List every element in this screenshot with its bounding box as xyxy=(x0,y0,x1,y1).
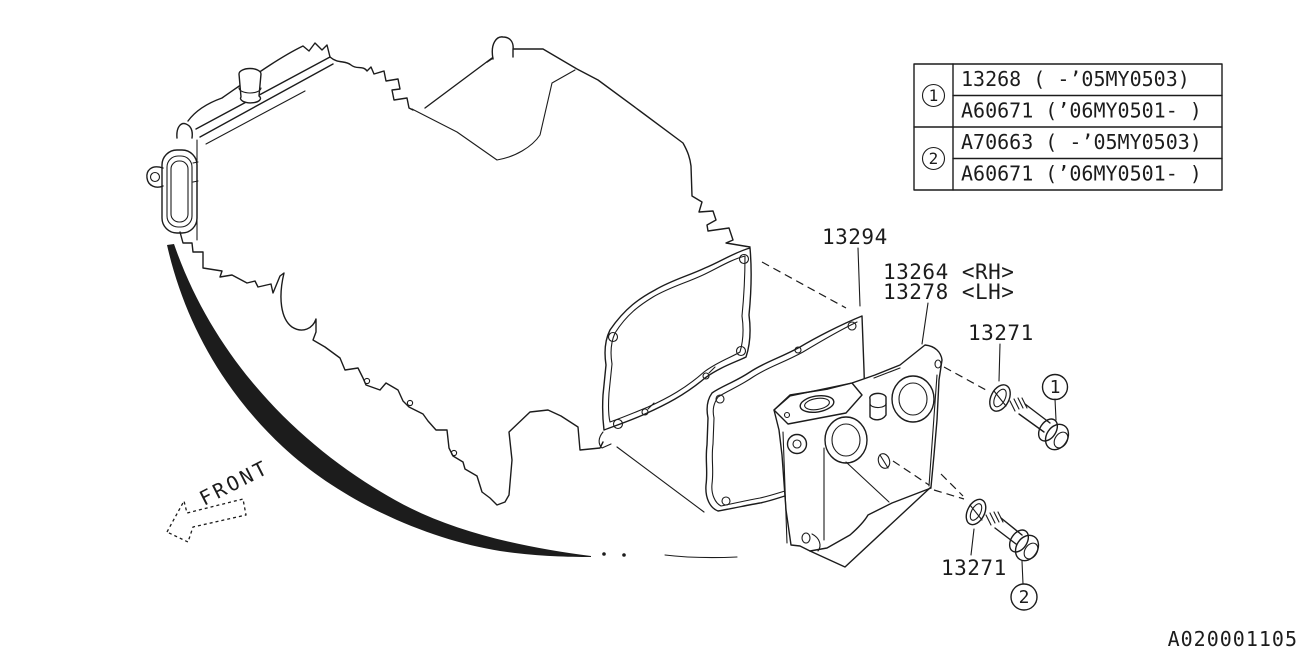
sealing-washer-upper xyxy=(989,384,1011,412)
label-cover-rh-13264[interactable]: 13264 <RH> xyxy=(883,260,1014,284)
label-washer-lower-13271[interactable]: 13271 xyxy=(941,556,1007,580)
sealing-washer-lower xyxy=(965,498,987,526)
table-ref-2: 2 xyxy=(929,149,939,168)
front-direction-arrow: FRONT xyxy=(166,455,273,543)
table-row-1[interactable]: 13268 ( -’05MY0503) xyxy=(961,67,1190,91)
flange-bolt-upper xyxy=(1009,397,1070,451)
callout-ref-upper-number: 1 xyxy=(1050,377,1061,398)
callout-ref-lower[interactable]: 2 xyxy=(1010,583,1038,611)
front-label: FRONT xyxy=(195,455,273,511)
callout-ref-upper[interactable]: 1 xyxy=(1041,373,1069,401)
table-row-2[interactable]: A60671 (’06MY0501- ) xyxy=(961,99,1202,123)
table-row-3[interactable]: A70663 ( -’05MY0503) xyxy=(961,130,1202,154)
flange-bolt-lower xyxy=(985,511,1040,562)
callout-ref-lower-number: 2 xyxy=(1019,587,1030,608)
table-ref-1: 1 xyxy=(929,86,939,105)
assembly-alignment-dashes xyxy=(761,261,987,500)
engine-block-drawing xyxy=(146,36,752,559)
rocker-cover-gasket-outline xyxy=(705,315,867,512)
label-cover-lh-13278[interactable]: 13278 <LH> xyxy=(883,280,1014,304)
part-reference-table: 1 2 13268 ( -’05MY0503) A60671 (’06MY050… xyxy=(913,63,1223,191)
table-row-4[interactable]: A60671 (’06MY0501- ) xyxy=(961,162,1202,186)
callout-leader-lines xyxy=(857,247,1057,585)
rocker-cover-outline xyxy=(773,344,943,568)
label-gasket-13294[interactable]: 13294 xyxy=(822,225,888,249)
label-washer-upper-13271[interactable]: 13271 xyxy=(968,321,1034,345)
drawing-number: A020001105 xyxy=(1168,627,1298,651)
